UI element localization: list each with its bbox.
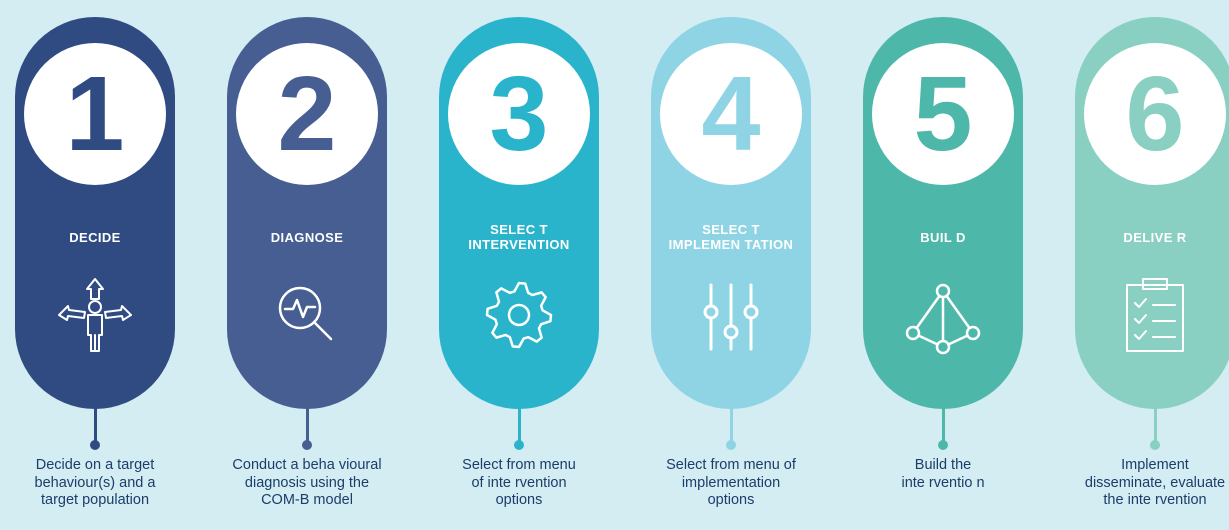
step-5-number: 5 bbox=[913, 55, 973, 173]
step-1-description: Decide on a target behaviour(s) and a ta… bbox=[34, 457, 156, 508]
step-1-title-line-1: DECIDE bbox=[69, 229, 121, 245]
step-3-number-circle: 3 bbox=[448, 43, 590, 185]
step-5-title-line-1: BUIL D bbox=[920, 229, 966, 245]
step-1-pill: 1 DECIDE bbox=[15, 17, 175, 409]
step-4-connector bbox=[730, 408, 733, 444]
step-3-pill: 3 SELEC T INTERVENTION bbox=[439, 17, 599, 409]
step-4-number-circle: 4 bbox=[660, 43, 802, 185]
step-1-dot bbox=[90, 440, 100, 450]
gear-icon bbox=[485, 281, 553, 349]
step-6-title: DELIVE R bbox=[1079, 213, 1229, 263]
step-2-description: Conduct a beha vioural diagnosis using t… bbox=[232, 457, 382, 508]
step-3-title-line-2: INTERVENTION bbox=[468, 237, 570, 252]
step-4-title: SELEC T IMPLEMEN TATION bbox=[655, 213, 807, 263]
step-4-number: 4 bbox=[701, 55, 761, 173]
step-4-title-line-1: SELEC T bbox=[702, 222, 760, 238]
step-2-title-line-1: DIAGNOSE bbox=[270, 229, 344, 245]
step-1-connector bbox=[94, 408, 97, 444]
step-5-number-circle: 5 bbox=[872, 43, 1014, 185]
step-3-title-line-1: SELEC T bbox=[490, 222, 548, 238]
step-3-connector bbox=[518, 408, 521, 444]
step-3-title: SELEC T INTERVENTION bbox=[443, 213, 595, 263]
step-4-description: Select from menu of implementation optio… bbox=[666, 457, 796, 508]
step-2-number-circle: 2 bbox=[236, 43, 378, 185]
step-4-title-line-2: IMPLEMEN TATION bbox=[668, 237, 794, 252]
step-6-number-circle: 6 bbox=[1084, 43, 1226, 185]
step-4-pill: 4 SELEC T IMPLEMEN TATION bbox=[651, 17, 811, 409]
step-4-dot bbox=[726, 440, 736, 450]
person-crossroads-arrows-icon bbox=[58, 278, 132, 352]
step-6-connector bbox=[1154, 408, 1157, 444]
step-6-number: 6 bbox=[1125, 55, 1185, 173]
step-3-description: Select from menu of inte rvention option… bbox=[462, 457, 576, 508]
step-4: 4 SELEC T IMPLEMEN TATION Select from me… bbox=[651, 0, 811, 530]
step-3-dot bbox=[514, 440, 524, 450]
step-3: 3 SELEC T INTERVENTION Select from menu … bbox=[439, 0, 599, 530]
step-2: 2 DIAGNOSE Conduct a beha vioural diagno… bbox=[227, 0, 387, 530]
step-6-description: Implement disseminate, evaluate the inte… bbox=[1084, 457, 1226, 508]
step-5-title: BUIL D bbox=[867, 213, 1019, 263]
step-3-number: 3 bbox=[489, 55, 549, 173]
step-5: 5 BUIL D Build the inte rventio n bbox=[863, 0, 1023, 530]
step-6-dot bbox=[1150, 440, 1160, 450]
step-2-title: DIAGNOSE bbox=[231, 213, 383, 263]
magnifier-pulse-icon bbox=[278, 286, 333, 341]
step-5-dot bbox=[938, 440, 948, 450]
step-2-pill: 2 DIAGNOSE bbox=[227, 17, 387, 409]
step-1-title: DECIDE bbox=[19, 213, 171, 263]
clipboard-checklist-icon bbox=[1126, 278, 1184, 352]
step-2-dot bbox=[302, 440, 312, 450]
step-6-pill: 6 DELIVE R bbox=[1075, 17, 1229, 409]
network-nodes-icon bbox=[905, 283, 981, 355]
step-1-number: 1 bbox=[65, 55, 125, 173]
step-5-description: Build the inte rventio n bbox=[901, 457, 985, 491]
step-6: 6 DELIVE R Implement disseminate, evalua… bbox=[1075, 0, 1229, 530]
step-6-title-line-1: DELIVE R bbox=[1123, 229, 1187, 245]
step-2-connector bbox=[306, 408, 309, 444]
step-2-number: 2 bbox=[277, 55, 337, 173]
step-1-number-circle: 1 bbox=[24, 43, 166, 185]
step-5-pill: 5 BUIL D bbox=[863, 17, 1023, 409]
sliders-icon bbox=[703, 283, 759, 351]
step-1: 1 DECIDE Decide on a target behaviour(s)… bbox=[15, 0, 175, 530]
step-5-connector bbox=[942, 408, 945, 444]
